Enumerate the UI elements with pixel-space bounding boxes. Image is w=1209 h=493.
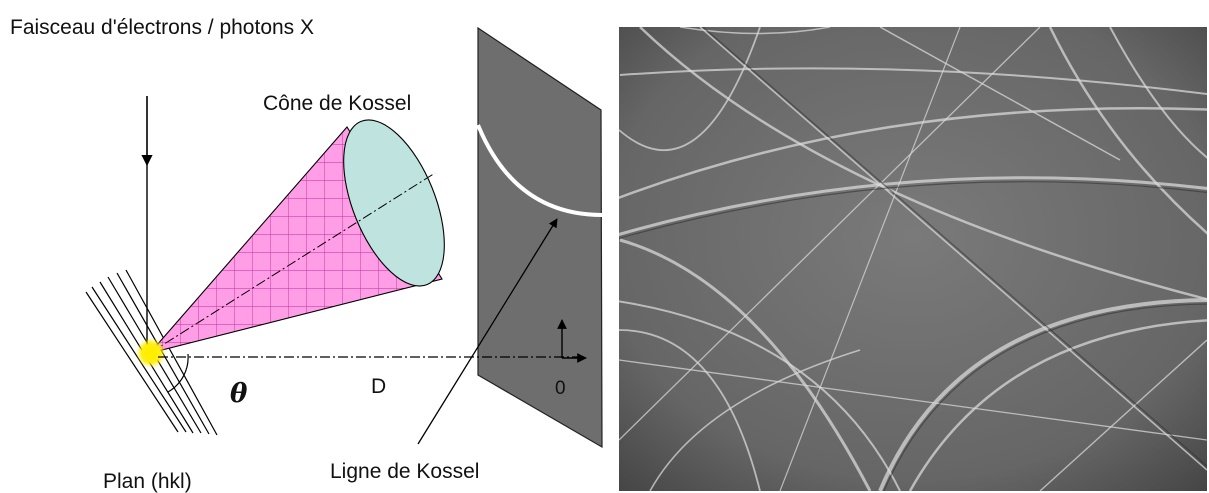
cone-axis (149, 172, 436, 354)
origin-label: 0 (555, 378, 566, 399)
cone-label: Cône de Kossel (263, 92, 411, 115)
distance-label: D (371, 375, 386, 398)
detector-screen (477, 26, 603, 449)
kossel-line-label: Ligne de Kossel (330, 460, 479, 483)
theta-label: θ (230, 379, 248, 409)
kossel-pattern-photo (619, 27, 1207, 491)
schematic-diagram: Faisceau d'électrons / photons X (10, 16, 603, 493)
kossel-line-pointer (417, 218, 558, 445)
plane-label: Plan (hkl) (103, 470, 192, 493)
theta-angle-arc (167, 353, 189, 393)
beam-label: Faisceau d'électrons / photons X (10, 16, 314, 39)
kossel-line-on-screen (476, 124, 603, 217)
source-core (144, 346, 158, 360)
kossel-cone-base (343, 119, 445, 287)
